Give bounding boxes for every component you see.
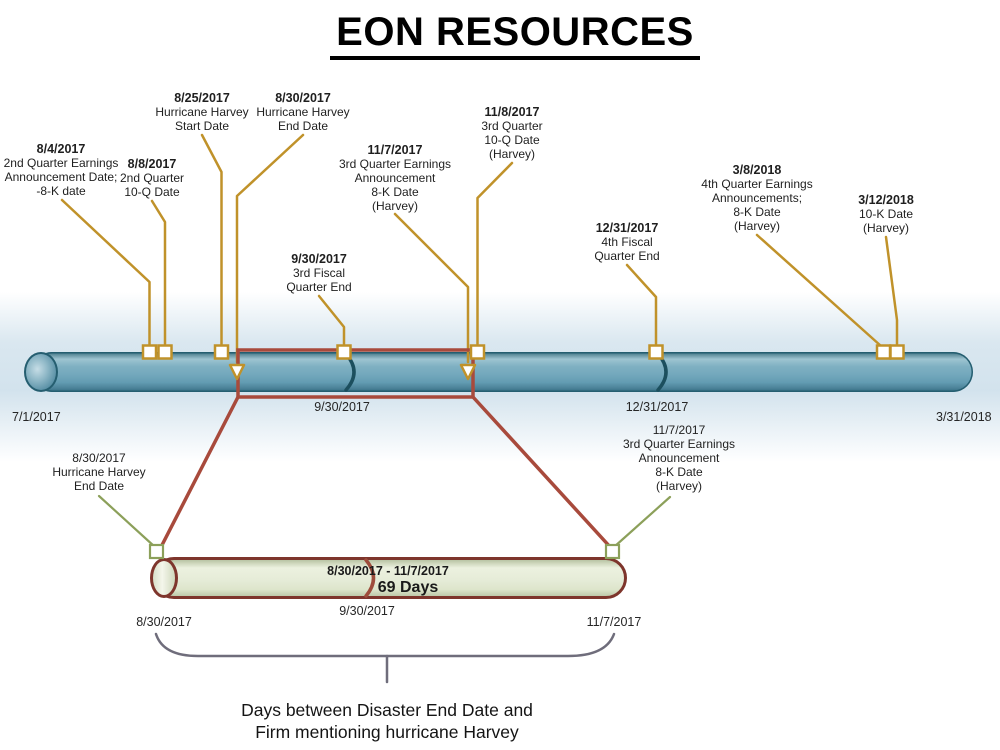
event-date: 3/8/2018 [732,163,782,177]
event-callout-8-25-2017: 8/25/2017 Hurricane Harvey Start Date [155,91,248,133]
event-date: 11/7/2017 [652,423,706,437]
zoom-callout-8k-announcement: 11/7/2017 3rd Quarter Earnings Announcem… [623,423,735,493]
event-callout-8-30-2017: 8/30/2017 Hurricane Harvey End Date [256,91,349,133]
zoom-bar-range-label: 8/30/2017 - 11/7/2017 [327,564,449,578]
event-desc: 3rd Quarter Earnings Announcement 8-K Da… [622,437,736,493]
event-callout-3-12-2018: 3/12/2018 10-K Date (Harvey) [858,193,914,235]
event-date: 8/25/2017 [174,91,230,105]
axis-label-q4: 12/31/2017 [625,400,689,414]
event-callout-11-8-2017: 11/8/2017 3rd Quarter 10-Q Date (Harvey) [481,105,542,161]
zoom-timeline-left-cap [150,558,178,598]
main-timeline-left-cap [24,352,58,392]
page-title-wrap: EON RESOURCES [30,10,1000,60]
axis-label-start: 7/1/2017 [12,410,61,424]
event-date: 8/30/2017 [72,451,126,465]
zoom-axis-label-start: 8/30/2017 [136,615,192,629]
axis-label-q3: 9/30/2017 [314,400,370,414]
event-desc: 2nd Quarter 10-Q Date [119,171,185,199]
event-date: 11/8/2017 [484,105,540,119]
event-desc: 3rd Quarter 10-Q Date (Harvey) [481,119,543,161]
event-date: 9/30/2017 [291,252,347,266]
event-callout-3-8-2018: 3/8/2018 4th Quarter Earnings Announceme… [701,163,812,233]
zoom-callout-harvey-end: 8/30/2017 Hurricane Harvey End Date [52,451,145,493]
zoom-timeline-bar [153,557,627,599]
brace-caption: Days between Disaster End Date and Firm … [241,700,533,742]
event-date: 11/7/2017 [367,143,423,157]
axis-label-end: 3/31/2018 [936,410,992,424]
event-callout-8-8-2017: 8/8/2017 2nd Quarter 10-Q Date [120,157,184,199]
event-callout-11-7-2017: 11/7/2017 3rd Quarter Earnings Announcem… [339,143,451,213]
event-desc: 2nd Quarter Earnings Announcement Date; … [3,156,119,198]
event-date: 3/12/2018 [858,193,914,207]
event-desc: 3rd Quarter Earnings Announcement 8-K Da… [338,157,452,213]
duration-brace [154,632,616,684]
event-desc: 4th Fiscal Quarter End [594,235,660,263]
event-date: 12/31/2017 [595,221,659,235]
event-date: 8/4/2017 [36,142,86,156]
event-desc: 10-K Date (Harvey) [858,207,914,235]
page-title: EON RESOURCES [330,10,700,60]
event-date: 8/30/2017 [275,91,331,105]
zoom-axis-label-mid: 9/30/2017 [339,604,395,618]
event-desc: Hurricane Harvey End Date [52,465,146,493]
green-leader-lines [97,494,672,560]
main-timeline-bar [32,352,973,392]
zoom-axis-label-end: 11/7/2017 [586,615,642,629]
event-desc: Hurricane Harvey Start Date [155,105,249,133]
event-date: 8/8/2017 [127,157,177,171]
zoom-bar-duration-label: 69 Days [377,579,439,596]
event-desc: 3rd Fiscal Quarter End [286,266,352,294]
event-desc: Hurricane Harvey End Date [256,105,350,133]
event-desc: 4th Quarter Earnings Announcements; 8-K … [701,177,813,233]
event-callout-12-31-2017: 12/31/2017 4th Fiscal Quarter End [594,221,659,263]
event-callout-9-30-2017: 9/30/2017 3rd Fiscal Quarter End [286,252,351,294]
event-callout-8-4-2017: 8/4/2017 2nd Quarter Earnings Announceme… [4,142,119,198]
